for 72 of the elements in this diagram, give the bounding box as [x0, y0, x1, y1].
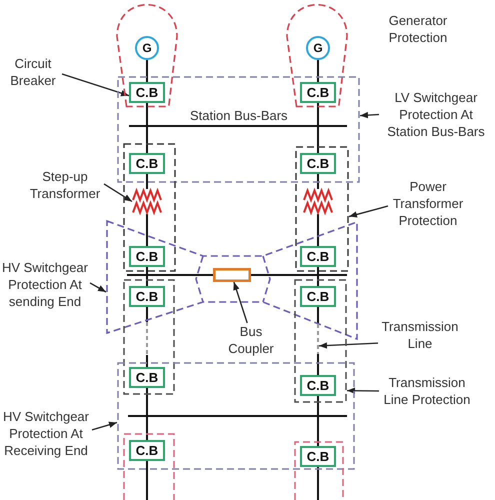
circuit-line [317, 417, 319, 446]
leader-arrow [62, 73, 130, 96]
callout-label: Bus Coupler [224, 323, 278, 357]
callout-label: Step-up Transformer [26, 168, 104, 202]
circuit-line [146, 214, 148, 246]
circuit-line [317, 214, 319, 246]
circuit-breaker-block: C.B [300, 446, 336, 467]
callout-label: LV Switchgear Protection At Station Bus-Bars [379, 89, 493, 140]
circuit-breaker-block: C.B [300, 246, 336, 267]
circuit-line [317, 127, 319, 153]
circuit-line [146, 388, 148, 415]
circuit-line [146, 307, 148, 322]
circuit-breaker-block: C.B [300, 375, 336, 396]
circuit-line [146, 276, 148, 286]
circuit-line [317, 467, 319, 500]
leader-arrow [104, 183, 132, 202]
circuit-line [317, 307, 319, 324]
circuit-line [317, 174, 319, 189]
circuit-line [146, 355, 148, 367]
protection-zone [123, 143, 176, 272]
leader-arrow [90, 282, 106, 293]
protection-zone [294, 279, 347, 403]
circuit-line [317, 60, 319, 82]
leader-arrow [348, 205, 388, 218]
zigzag-coil-icon [303, 189, 333, 214]
circuit-line [146, 461, 148, 500]
leader-arrow [233, 282, 248, 324]
circuit-line [146, 417, 148, 440]
circuit-line [317, 354, 319, 375]
generator-symbol: G [306, 36, 330, 60]
circuit-line [146, 174, 148, 189]
circuit-line [317, 396, 319, 415]
zone-label: Generator Protection [388, 12, 448, 46]
callout-label: Transmission Line Protection [379, 374, 475, 408]
leader-arrow [360, 112, 380, 118]
circuit-breaker-block: C.B [129, 82, 165, 103]
protection-zone [294, 441, 344, 500]
circuit-breaker-block: C.B [129, 286, 165, 307]
leader-arrow [347, 388, 379, 394]
generator-symbol: G [135, 36, 159, 60]
callout-label: Circuit Breaker [4, 55, 62, 89]
dashed-line-segment [146, 322, 148, 355]
protection-zone [295, 146, 349, 272]
protection-zone [123, 279, 175, 395]
circuit-breaker-block: C.B [129, 246, 165, 267]
bus-bar-label: Station Bus-Bars [190, 107, 288, 124]
circuit-line [146, 267, 148, 274]
protection-zone [123, 433, 175, 500]
circuit-breaker-block: C.B [300, 82, 336, 103]
leader-arrow [318, 342, 378, 349]
circuit-breaker-block: C.B [300, 286, 336, 307]
zigzag-coil-icon [132, 189, 162, 214]
protection-zone [117, 76, 360, 183]
callout-label: HV Switchgear Protection At sending End [0, 259, 90, 310]
circuit-line [146, 103, 148, 125]
callout-label: Transmission Line [378, 318, 462, 352]
circuit-breaker-block: C.B [129, 440, 165, 461]
circuit-breaker-block: C.B [129, 153, 165, 174]
callout-label: HV Switchgear Protection At Receiving End [0, 408, 92, 459]
circuit-line [317, 267, 319, 274]
protection-zone [117, 362, 355, 470]
dashed-line-segment [317, 324, 319, 354]
circuit-breaker-block: C.B [300, 153, 336, 174]
circuit-line [317, 276, 319, 286]
circuit-breaker-block: C.B [129, 367, 165, 388]
circuit-line [146, 60, 148, 82]
circuit-line [146, 127, 148, 153]
protection-zone [106, 220, 358, 340]
leader-arrow [92, 422, 118, 431]
callout-label: Power Transformer Protection [388, 178, 468, 229]
bus-coupler-symbol [213, 268, 251, 282]
circuit-line [317, 103, 319, 125]
